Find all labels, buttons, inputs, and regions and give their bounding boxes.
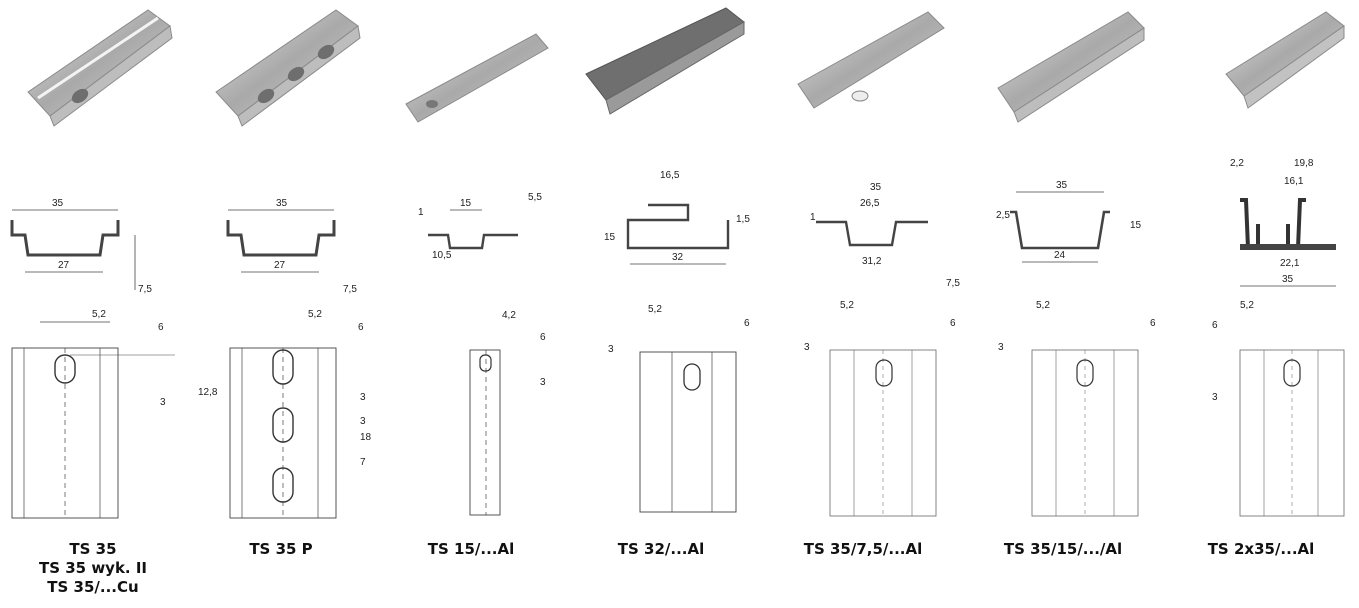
- dim-label: 3: [998, 342, 1004, 353]
- rail-front-drawing: 5,2 6 3: [1212, 300, 1345, 517]
- rail-profile-drawing: 35 27 7,5: [226, 198, 357, 295]
- dim-label: 35: [870, 182, 882, 193]
- rail-front-drawing: 5,2 6 3: [11, 309, 175, 519]
- dim-label: 6: [950, 318, 956, 329]
- dim-label: 6: [540, 332, 546, 343]
- dim-label: 3: [160, 397, 166, 408]
- dim-label: 24: [1054, 250, 1066, 261]
- rail-photo: [27, 9, 173, 127]
- rail-front-drawing: 5,2 6 3: [804, 300, 956, 517]
- dim-label: 5,5: [528, 192, 542, 203]
- dim-label: 6: [158, 322, 164, 333]
- rail-caption: TS 35 P: [188, 540, 374, 559]
- rail-profile-drawing: 2,2 19,8 16,1 22,1 35: [1230, 158, 1336, 287]
- rail-front-drawing: 5,2 6 3 12,8 3 18 7: [198, 309, 372, 519]
- caption-line: TS 15/...Al: [427, 540, 515, 558]
- dim-label: 7: [360, 457, 366, 468]
- dim-label: 19,8: [1294, 158, 1314, 169]
- dim-label: 2,5: [996, 210, 1010, 221]
- dim-label: 1,5: [736, 214, 750, 225]
- rail-caption: TS 35/15/.../Al: [970, 540, 1156, 559]
- rail-profile-drawing: 16,5 15 1,5 32: [604, 170, 750, 265]
- dim-label: 5,2: [308, 309, 322, 320]
- dim-label: 15: [1130, 220, 1142, 231]
- dim-label: 3: [360, 416, 366, 427]
- dim-label: 26,5: [860, 198, 880, 209]
- rail-column-ts35p: 35 27 7,5 5,2 6 3 12,8 3 18 7 TS 35 P: [188, 0, 374, 608]
- dim-label: 4,2: [502, 310, 516, 321]
- dim-label: 1: [810, 212, 816, 223]
- rail-photo: [797, 11, 945, 109]
- dim-label: 3: [1212, 392, 1218, 403]
- rail-column-ts2x35: 2,2 19,8 16,1 22,1 35 5,2 6 3 TS 2x35/..…: [1168, 0, 1354, 608]
- rail-caption: TS 35 TS 35 wyk. II TS 35/...Cu: [0, 540, 186, 597]
- dim-label: 6: [1212, 320, 1218, 331]
- rail-profile-drawing: 35 26,5 1 31,2 7,5: [810, 182, 960, 289]
- caption-line: TS 35/7,5/...Al: [803, 540, 923, 558]
- dim-label: 6: [358, 322, 364, 333]
- rail-caption: TS 32/...Al: [568, 540, 754, 559]
- dim-label: 35: [1056, 180, 1068, 191]
- dim-label: 5,2: [648, 304, 662, 315]
- rail-column-ts15: 15 5,5 1 10,5 4,2 6 3 TS 15/...Al: [378, 0, 564, 608]
- dim-label: 6: [1150, 318, 1156, 329]
- dim-label: 12,8: [198, 387, 218, 398]
- rail-caption: TS 15/...Al: [378, 540, 564, 559]
- rail-column-ts32: 16,5 15 1,5 32 5,2 6 3 TS 32/...Al: [568, 0, 754, 608]
- rail-photo: [215, 9, 361, 127]
- dim-label: 22,1: [1280, 258, 1300, 269]
- rail-photo: [997, 11, 1145, 123]
- dim-label: 3: [608, 344, 614, 355]
- rail-profile-drawing: 35 2,5 15 24: [996, 180, 1142, 263]
- dim-label: 2,2: [1230, 158, 1244, 169]
- dim-label: 5,2: [1240, 300, 1254, 311]
- dim-label: 5,2: [840, 300, 854, 311]
- dim-label: 5,2: [92, 309, 106, 320]
- rail-column-ts35: 35 27 7,5 5,2 6 3 TS 35 TS 35 wyk. II TS…: [0, 0, 186, 608]
- dim-label: 7,5: [946, 278, 960, 289]
- dim-label: 1: [418, 207, 424, 218]
- dim-label: 6: [744, 318, 750, 329]
- dim-label: 3: [360, 392, 366, 403]
- rail-front-drawing: 5,2 6 3: [998, 300, 1156, 517]
- dim-label: 3: [804, 342, 810, 353]
- caption-line: TS 35: [69, 540, 117, 558]
- dim-label: 35: [276, 198, 288, 209]
- rail-column-ts35-7-5: 35 26,5 1 31,2 7,5 5,2 6 3 TS 35/7,5/...…: [770, 0, 960, 608]
- dim-label: 16,1: [1284, 176, 1304, 187]
- rail-photo: [1225, 11, 1345, 109]
- dim-label: 35: [52, 198, 64, 209]
- dim-label: 5,2: [1036, 300, 1050, 311]
- rail-front-drawing: 4,2 6 3: [469, 310, 546, 516]
- rail-photo: [585, 7, 745, 115]
- caption-line: TS 35 P: [249, 540, 313, 558]
- dim-label: 7,5: [343, 284, 357, 295]
- dim-label: 31,2: [862, 256, 882, 267]
- dim-label: 3: [540, 377, 546, 388]
- dim-label: 15: [460, 198, 472, 209]
- rail-profile-drawing: 15 5,5 1 10,5: [418, 192, 542, 261]
- dim-label: 16,5: [660, 170, 680, 181]
- rail-caption: TS 2x35/...Al: [1168, 540, 1354, 559]
- dim-label: 15: [604, 232, 616, 243]
- dim-label: 18: [360, 432, 372, 443]
- rail-profile-drawing: 35 27 7,5: [10, 198, 152, 295]
- caption-line: TS 32/...Al: [617, 540, 705, 558]
- dim-label: 35: [1282, 274, 1294, 285]
- caption-line: TS 35 wyk. II: [38, 559, 148, 577]
- dim-label: 27: [58, 260, 70, 271]
- rail-caption: TS 35/7,5/...Al: [770, 540, 956, 559]
- dim-label: 27: [274, 260, 286, 271]
- rail-photo: [405, 33, 549, 123]
- caption-line: TS 2x35/...Al: [1207, 540, 1315, 558]
- caption-line: TS 35/...Cu: [47, 578, 139, 596]
- rail-front-drawing: 5,2 6 3: [608, 304, 750, 513]
- dim-label: 10,5: [432, 250, 452, 261]
- caption-line: TS 35/15/.../Al: [1003, 540, 1123, 558]
- dim-label: 7,5: [138, 284, 152, 295]
- dim-label: 32: [672, 252, 684, 263]
- rail-column-ts35-15: 35 2,5 15 24 5,2 6 3 TS 35/15/.../Al: [970, 0, 1156, 608]
